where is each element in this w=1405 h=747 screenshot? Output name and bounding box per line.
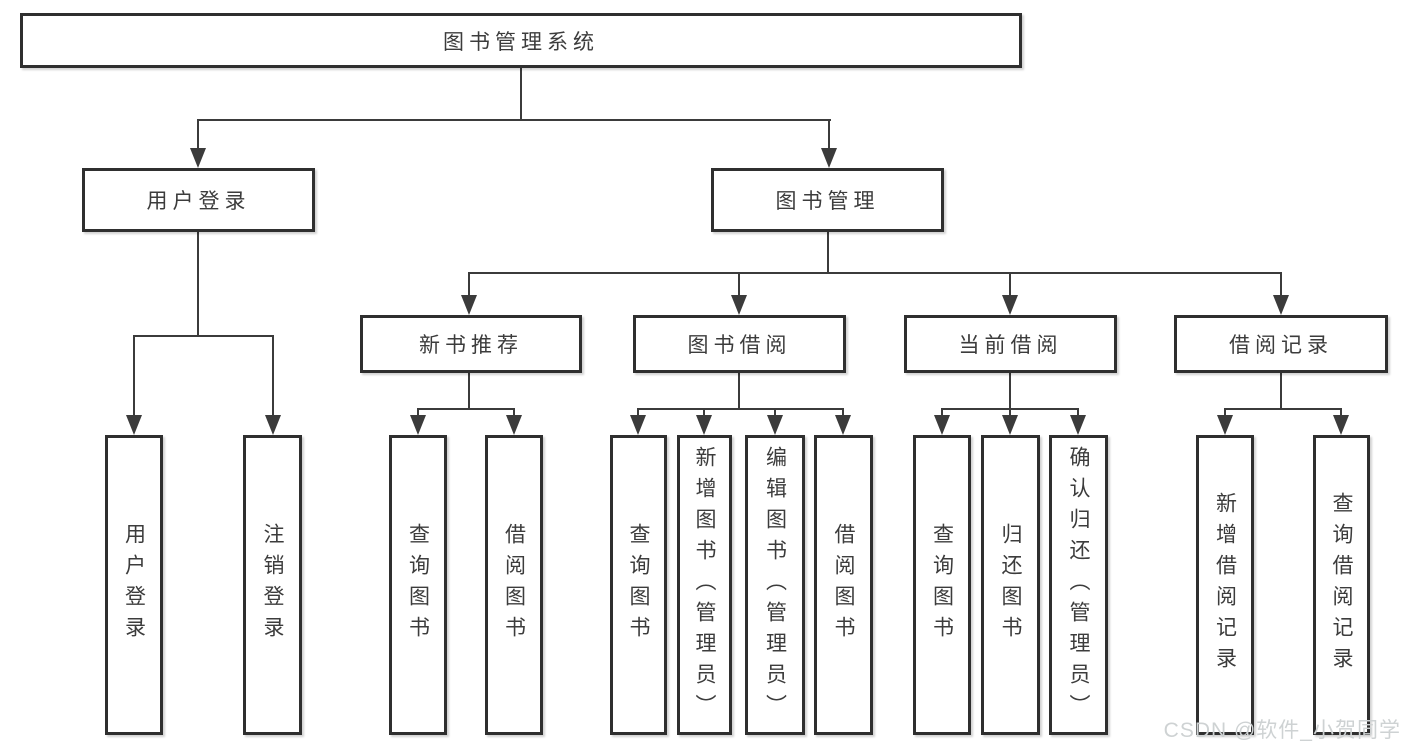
arrowhead-down — [1002, 415, 1018, 435]
node-leaf-user-login: 用户登录 — [105, 435, 163, 735]
arrowhead-down — [630, 415, 646, 435]
connector-line — [272, 335, 274, 416]
node-leaf-return-books: 归还图书 — [981, 435, 1040, 735]
connector-line — [133, 335, 274, 337]
connector-line — [1009, 408, 1011, 416]
node-leaf-add-books-admin: 新增图书（管理员） — [677, 435, 732, 735]
node-leaf-borrow-books: 借阅图书 — [814, 435, 873, 735]
node-label: 查询借阅记录 — [1330, 492, 1353, 678]
connector-line — [1280, 272, 1282, 296]
connector-line — [133, 335, 135, 416]
node-label: 图书管理 — [775, 190, 880, 213]
connector-line — [941, 408, 943, 416]
node-label: 编辑图书（管理员） — [763, 445, 787, 725]
node-label: 新书推荐 — [419, 334, 523, 357]
arrowhead-down — [1273, 295, 1289, 315]
arrowhead-down — [506, 415, 522, 435]
node-label: 图书借阅 — [687, 334, 792, 357]
connector-line — [1340, 408, 1342, 416]
arrowhead-down — [821, 148, 837, 168]
node-label: 图书管理系统 — [443, 30, 599, 54]
node-leaf-query-books: 查询图书 — [389, 435, 447, 735]
connector-line — [1280, 373, 1282, 408]
node-label: 用户登录 — [122, 523, 146, 647]
connector-line — [520, 68, 522, 119]
arrowhead-down — [1070, 415, 1086, 435]
arrowhead-down — [265, 415, 281, 435]
node-label: 借阅图书 — [832, 523, 855, 647]
connector-line — [417, 408, 419, 416]
node-label: 用户登录 — [146, 190, 251, 213]
node-leaf-confirm-return-admin: 确认归还（管理员） — [1049, 435, 1108, 735]
connector-line — [468, 272, 1282, 274]
connector-line — [774, 408, 776, 416]
connector-line — [1224, 408, 1342, 410]
node-library-system: 图书管理系统 — [20, 13, 1022, 68]
node-label: 借阅记录 — [1229, 334, 1333, 357]
node-label: 查询图书 — [627, 523, 650, 647]
node-leaf-query-books: 查询图书 — [610, 435, 667, 735]
connector-line — [827, 232, 829, 272]
node-leaf-borrow-books: 借阅图书 — [485, 435, 543, 735]
connector-line — [468, 272, 470, 296]
arrowhead-down — [461, 295, 477, 315]
connector-line — [197, 119, 199, 149]
node-label: 确认归还（管理员） — [1067, 445, 1090, 725]
node-user-login: 用户登录 — [82, 168, 315, 232]
node-leaf-query-borrow-record: 查询借阅记录 — [1313, 435, 1370, 735]
connector-line — [1077, 408, 1079, 416]
arrowhead-down — [1333, 415, 1349, 435]
connector-line — [1224, 408, 1226, 416]
arrowhead-down — [696, 415, 712, 435]
connector-line — [468, 373, 470, 408]
node-label: 当前借阅 — [958, 334, 1063, 357]
node-leaf-query-books: 查询图书 — [913, 435, 971, 735]
connector-line — [738, 272, 740, 296]
node-leaf-add-borrow-record: 新增借阅记录 — [1196, 435, 1254, 735]
node-label: 新增图书（管理员） — [693, 445, 716, 725]
connector-line — [1009, 272, 1011, 296]
arrowhead-down — [190, 148, 206, 168]
connector-line — [842, 408, 844, 416]
node-label: 借阅图书 — [502, 523, 526, 647]
connector-line — [1009, 373, 1011, 408]
connector-line — [513, 408, 515, 416]
arrowhead-down — [1002, 295, 1018, 315]
connector-line — [417, 408, 515, 410]
connector-line — [637, 408, 844, 410]
node-borrowing-records: 借阅记录 — [1174, 315, 1388, 373]
arrowhead-down — [126, 415, 142, 435]
connector-line — [197, 119, 831, 121]
arrowhead-down — [731, 295, 747, 315]
node-book-management: 图书管理 — [711, 168, 944, 232]
arrowhead-down — [410, 415, 426, 435]
connector-line — [828, 119, 830, 149]
arrowhead-down — [835, 415, 851, 435]
connector-line — [703, 408, 705, 416]
node-leaf-logout: 注销登录 — [243, 435, 302, 735]
node-label: 归还图书 — [999, 523, 1022, 647]
arrowhead-down — [1217, 415, 1233, 435]
connector-line — [637, 408, 639, 416]
arrowhead-down — [767, 415, 783, 435]
node-label: 新增借阅记录 — [1213, 492, 1237, 678]
node-leaf-edit-books-admin: 编辑图书（管理员） — [745, 435, 805, 735]
node-book-borrowing: 图书借阅 — [633, 315, 846, 373]
connector-line — [197, 232, 199, 335]
node-new-book-recommend: 新书推荐 — [360, 315, 582, 373]
connector-line — [738, 373, 740, 408]
node-label: 查询图书 — [930, 523, 954, 647]
node-label: 查询图书 — [406, 523, 430, 647]
arrowhead-down — [934, 415, 950, 435]
node-label: 注销登录 — [261, 523, 284, 647]
node-current-borrowing: 当前借阅 — [904, 315, 1117, 373]
